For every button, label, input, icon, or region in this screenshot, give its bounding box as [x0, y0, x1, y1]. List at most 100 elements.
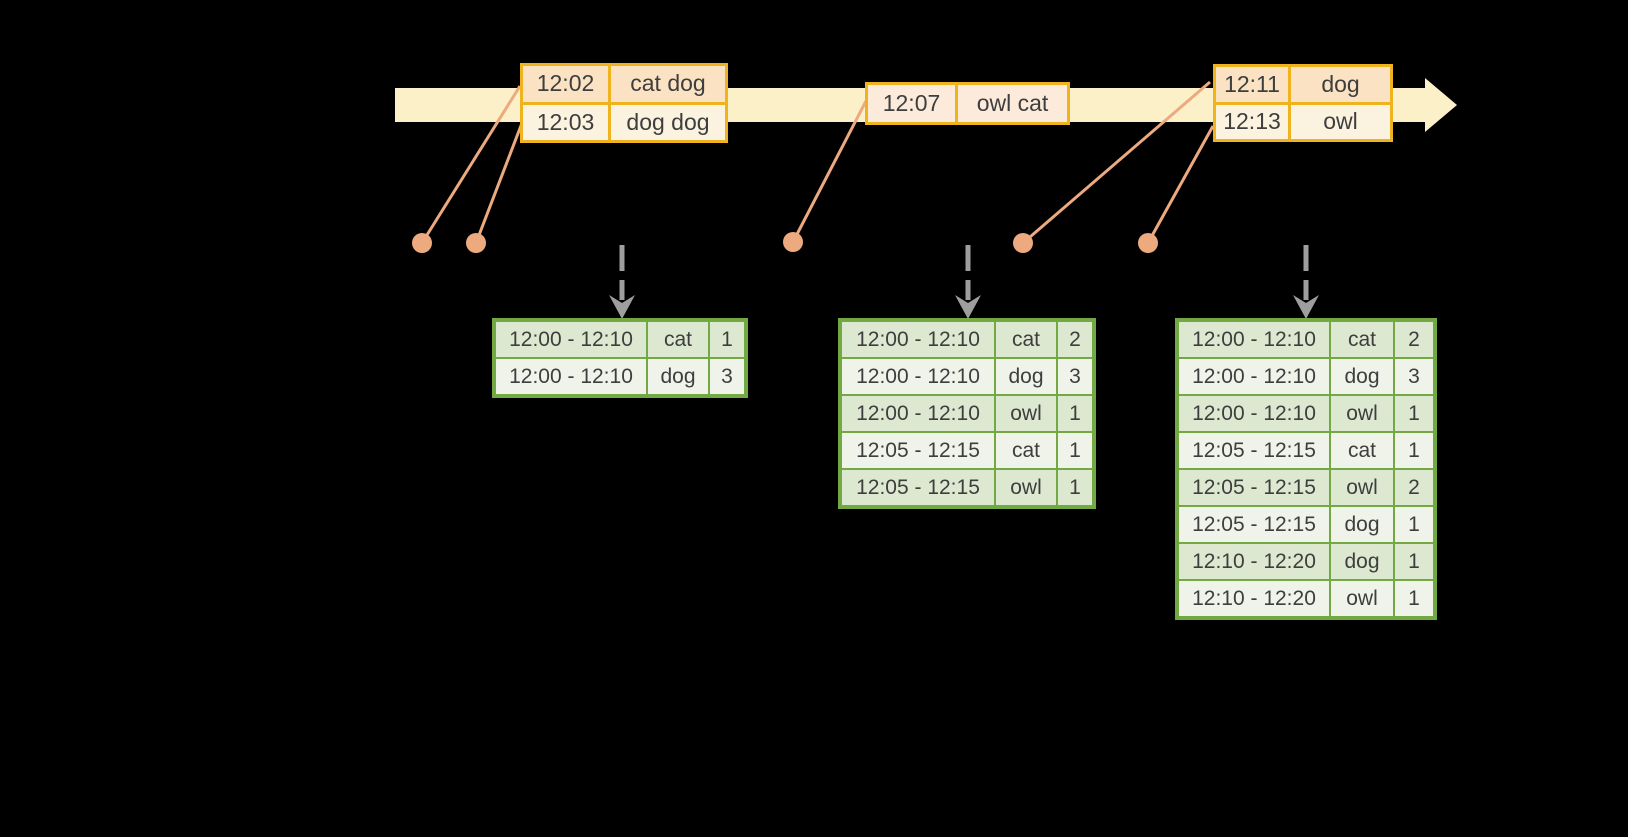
- result-table-2: 12:00 - 12:10 cat 2 12:00 - 12:10 dog 3 …: [838, 318, 1096, 509]
- count-cell: 3: [710, 359, 744, 394]
- event-table-a: 12:02 cat dog 12:03 dog dog: [520, 63, 728, 143]
- window-cell: 12:10 - 12:20: [1179, 581, 1329, 616]
- table-row: 12:05 - 12:15 dog 1: [1179, 507, 1433, 542]
- table-row: 12:07 owl cat: [868, 85, 1067, 122]
- event-words-cell: dog dog: [611, 104, 725, 140]
- event-connector-lines: [420, 80, 1215, 245]
- result-table-1: 12:00 - 12:10 cat 1 12:00 - 12:10 dog 3: [492, 318, 748, 398]
- event-time-cell: 12:02: [523, 66, 608, 102]
- window-cell: 12:00 - 12:10: [842, 396, 994, 431]
- count-cell: 3: [1058, 359, 1092, 394]
- word-cell: owl: [996, 470, 1056, 505]
- event-time-cell: 12:07: [868, 85, 955, 122]
- count-cell: 1: [1395, 581, 1433, 616]
- window-cell: 12:05 - 12:15: [842, 433, 994, 468]
- count-cell: 1: [1058, 433, 1092, 468]
- table-row: 12:00 - 12:10 dog 3: [1179, 359, 1433, 394]
- window-cell: 12:05 - 12:15: [1179, 433, 1329, 468]
- arrowhead-icon: [1293, 295, 1319, 319]
- count-cell: 1: [1395, 544, 1433, 579]
- window-cell: 12:05 - 12:15: [1179, 507, 1329, 542]
- count-cell: 1: [1058, 470, 1092, 505]
- word-cell: dog: [996, 359, 1056, 394]
- event-connector-line: [1146, 125, 1215, 244]
- event-words-cell: dog: [1291, 67, 1390, 102]
- word-cell: cat: [1331, 322, 1393, 357]
- trigger-arrows: [609, 245, 1319, 319]
- table-row: 12:10 - 12:20 dog 1: [1179, 544, 1433, 579]
- word-cell: owl: [1331, 396, 1393, 431]
- trigger-arrow: [1293, 245, 1319, 319]
- word-cell: dog: [1331, 544, 1393, 579]
- table-row: 12:00 - 12:10 cat 2: [842, 322, 1092, 357]
- table-row: 12:00 - 12:10 dog 3: [496, 359, 744, 394]
- count-cell: 2: [1058, 322, 1092, 357]
- event-dots: [412, 232, 1158, 253]
- word-cell: dog: [1331, 359, 1393, 394]
- count-cell: 1: [1395, 433, 1433, 468]
- word-cell: dog: [648, 359, 708, 394]
- table-row: 12:00 - 12:10 owl 1: [842, 396, 1092, 431]
- event-time-cell: 12:11: [1216, 67, 1288, 102]
- count-cell: 1: [1058, 396, 1092, 431]
- count-cell: 1: [1395, 507, 1433, 542]
- window-cell: 12:00 - 12:10: [496, 322, 646, 357]
- window-cell: 12:00 - 12:10: [1179, 322, 1329, 357]
- trigger-arrow: [955, 245, 981, 319]
- event-dot: [1013, 233, 1033, 253]
- event-dot: [466, 233, 486, 253]
- word-cell: owl: [996, 396, 1056, 431]
- window-cell: 12:00 - 12:10: [842, 359, 994, 394]
- event-words-cell: owl cat: [958, 85, 1067, 122]
- table-row: 12:05 - 12:15 owl 1: [842, 470, 1092, 505]
- event-table-c: 12:11 dog 12:13 owl: [1213, 64, 1393, 142]
- word-cell: cat: [996, 433, 1056, 468]
- count-cell: 1: [710, 322, 744, 357]
- table-row: 12:02 cat dog: [523, 66, 725, 102]
- window-cell: 12:05 - 12:15: [1179, 470, 1329, 505]
- event-table-b: 12:07 owl cat: [865, 82, 1070, 125]
- event-words-cell: owl: [1291, 104, 1390, 139]
- timeline-arrowhead-icon: [1425, 78, 1457, 132]
- window-cell: 12:00 - 12:10: [496, 359, 646, 394]
- arrowhead-icon: [955, 295, 981, 319]
- word-cell: cat: [996, 322, 1056, 357]
- table-row: 12:05 - 12:15 cat 1: [842, 433, 1092, 468]
- event-time-cell: 12:13: [1216, 104, 1288, 139]
- trigger-arrow: [609, 245, 635, 319]
- event-connector-line: [791, 100, 868, 243]
- table-row: 12:00 - 12:10 cat 2: [1179, 322, 1433, 357]
- window-cell: 12:10 - 12:20: [1179, 544, 1329, 579]
- count-cell: 3: [1395, 359, 1433, 394]
- event-connector-line: [420, 85, 522, 244]
- event-connector-line: [1022, 80, 1211, 245]
- count-cell: 2: [1395, 470, 1433, 505]
- table-row: 12:05 - 12:15 owl 2: [1179, 470, 1433, 505]
- event-dot: [783, 232, 803, 252]
- table-row: 12:00 - 12:10 cat 1: [496, 322, 744, 357]
- table-row: 12:00 - 12:10 owl 1: [1179, 396, 1433, 431]
- count-cell: 2: [1395, 322, 1433, 357]
- table-row: 12:13 owl: [1216, 104, 1390, 139]
- word-cell: owl: [1331, 470, 1393, 505]
- word-cell: cat: [1331, 433, 1393, 468]
- window-cell: 12:00 - 12:10: [1179, 396, 1329, 431]
- table-row: 12:11 dog: [1216, 67, 1390, 102]
- table-row: 12:03 dog dog: [523, 104, 725, 140]
- result-table-3: 12:00 - 12:10 cat 2 12:00 - 12:10 dog 3 …: [1175, 318, 1437, 620]
- word-cell: cat: [648, 322, 708, 357]
- word-cell: dog: [1331, 507, 1393, 542]
- table-row: 12:10 - 12:20 owl 1: [1179, 581, 1433, 616]
- count-cell: 1: [1395, 396, 1433, 431]
- window-cell: 12:05 - 12:15: [842, 470, 994, 505]
- window-cell: 12:00 - 12:10: [1179, 359, 1329, 394]
- event-connector-line: [474, 122, 524, 244]
- event-words-cell: cat dog: [611, 66, 725, 102]
- event-dot: [1138, 233, 1158, 253]
- arrowhead-icon: [609, 295, 635, 319]
- table-row: 12:05 - 12:15 cat 1: [1179, 433, 1433, 468]
- event-dot: [412, 233, 432, 253]
- table-row: 12:00 - 12:10 dog 3: [842, 359, 1092, 394]
- word-cell: owl: [1331, 581, 1393, 616]
